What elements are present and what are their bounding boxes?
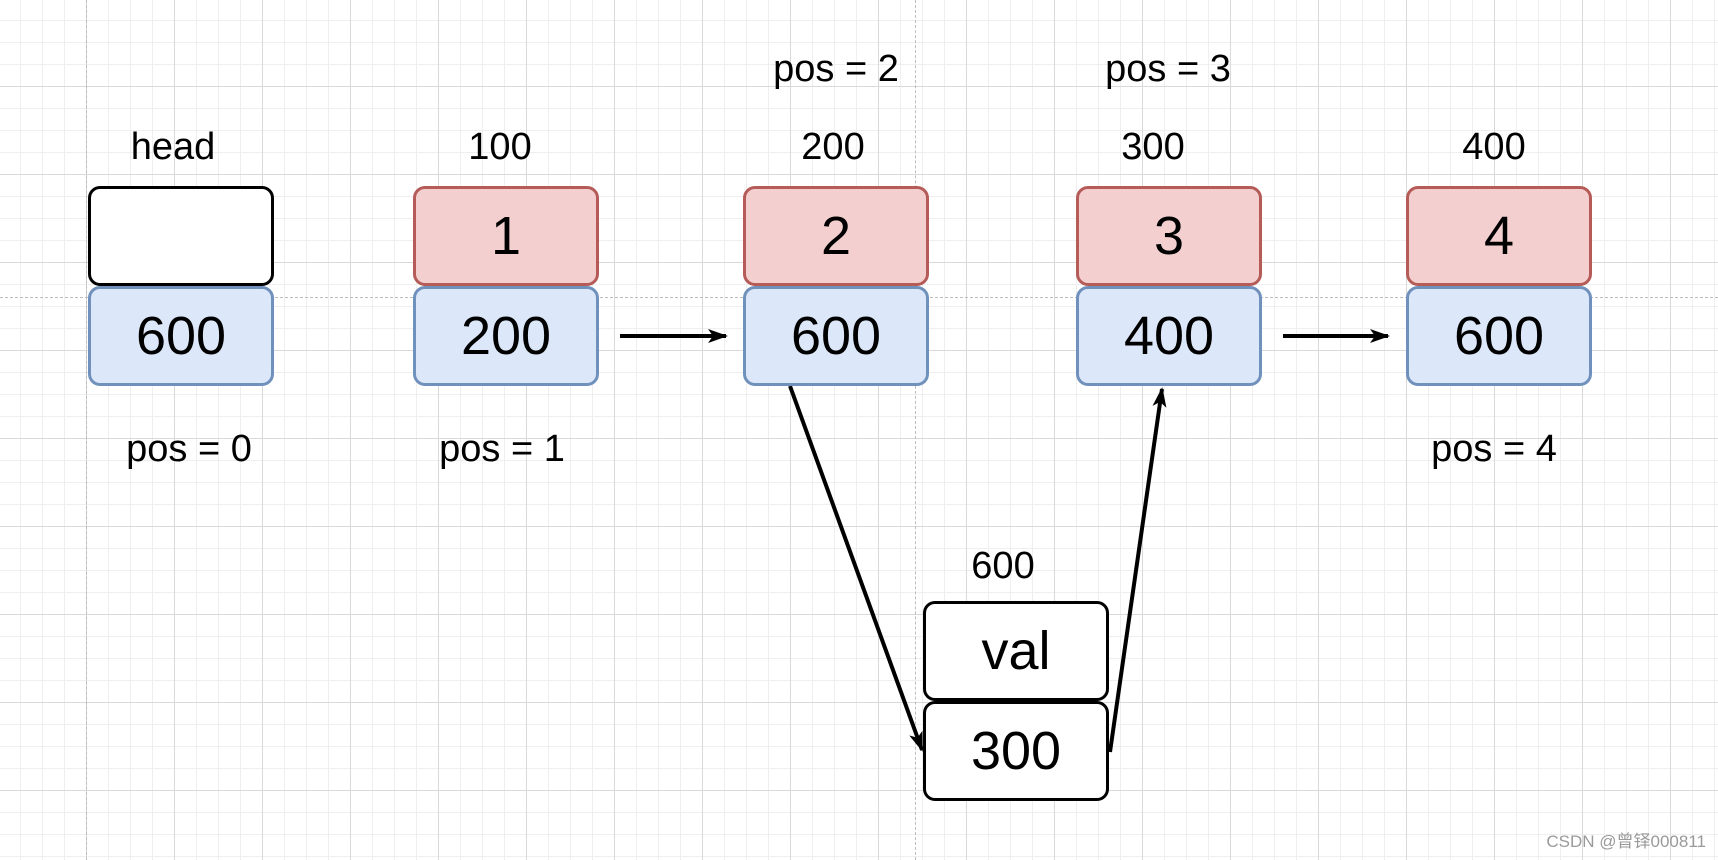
node-pos-label: pos = 3 (1105, 48, 1231, 90)
node-pos-label: pos = 0 (126, 428, 252, 470)
watermark: CSDN @曾铎000811 (1546, 832, 1706, 851)
node-pos-label: pos = 1 (439, 428, 565, 470)
node-data-cell: 4 (1406, 186, 1592, 286)
guide-line-vertical (915, 0, 916, 860)
node-address-label: 400 (1462, 126, 1526, 168)
node-data-cell: 1 (413, 186, 599, 286)
node-next-cell: 400 (1076, 286, 1262, 386)
node-pos-label: pos = 2 (773, 48, 899, 90)
node-address-label: 200 (801, 126, 865, 168)
node-pos-label: pos = 4 (1431, 428, 1557, 470)
node-address-label: 100 (468, 126, 532, 168)
node-next-cell: 200 (413, 286, 599, 386)
node-next-cell: 300 (923, 701, 1109, 801)
node-address-label: 600 (971, 545, 1035, 587)
node-address-label: head (130, 126, 216, 168)
node-data-cell (88, 186, 274, 286)
arrow-node-200-to-new-node (788, 385, 924, 752)
node-data-cell: val (923, 601, 1109, 701)
node-data-cell: 3 (1076, 186, 1262, 286)
guide-line-vertical (86, 0, 87, 860)
node-next-cell: 600 (88, 286, 274, 386)
node-next-cell: 600 (743, 286, 929, 386)
node-address-label: 300 (1121, 126, 1185, 168)
arrow-new-node-to-node-300 (1108, 387, 1167, 753)
node-next-cell: 600 (1406, 286, 1592, 386)
node-data-cell: 2 (743, 186, 929, 286)
